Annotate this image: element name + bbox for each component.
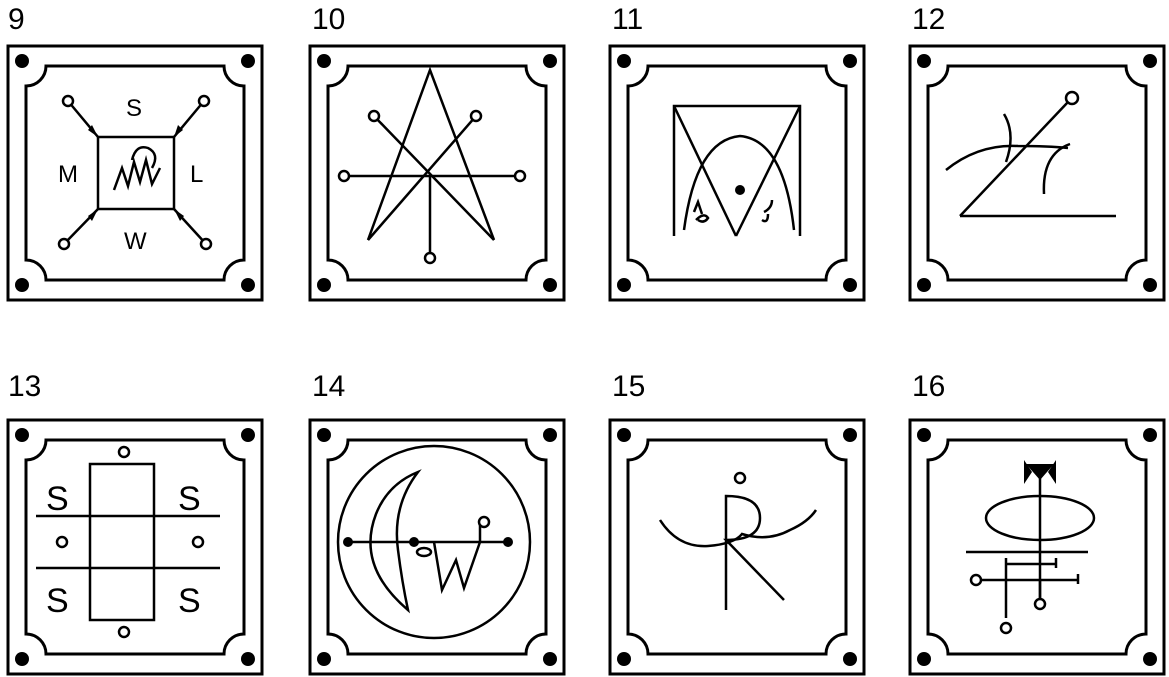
sigil-number-15: 15 — [612, 372, 645, 402]
sigil-15 — [608, 418, 866, 676]
sigil-13-label-s-br: S — [178, 582, 201, 620]
sigil-12 — [908, 44, 1166, 302]
sigil-number-9: 9 — [8, 5, 25, 35]
sigil-11 — [608, 44, 866, 302]
sigil-9: S M L W — [6, 44, 264, 302]
sigil-13: S S S S — [6, 418, 264, 676]
sigil-number-10: 10 — [312, 5, 345, 35]
sigil-9-label-w: W — [124, 228, 147, 255]
sigil-number-14: 14 — [312, 372, 345, 402]
sigil-13-label-s-tr: S — [178, 480, 201, 518]
sigil-9-label-l: L — [190, 161, 203, 188]
sigil-number-11: 11 — [612, 5, 643, 35]
sigil-13-label-s-tl: S — [46, 480, 69, 518]
sigil-13-label-s-bl: S — [46, 582, 69, 620]
sigil-16 — [908, 418, 1166, 676]
sigil-number-16: 16 — [912, 372, 945, 402]
sigil-number-12: 12 — [912, 5, 945, 35]
sigil-10 — [308, 44, 566, 302]
sigil-14 — [308, 418, 566, 676]
sigil-9-label-s: S — [126, 95, 142, 122]
sigil-9-label-m: M — [58, 161, 78, 188]
sigil-number-13: 13 — [8, 372, 41, 402]
